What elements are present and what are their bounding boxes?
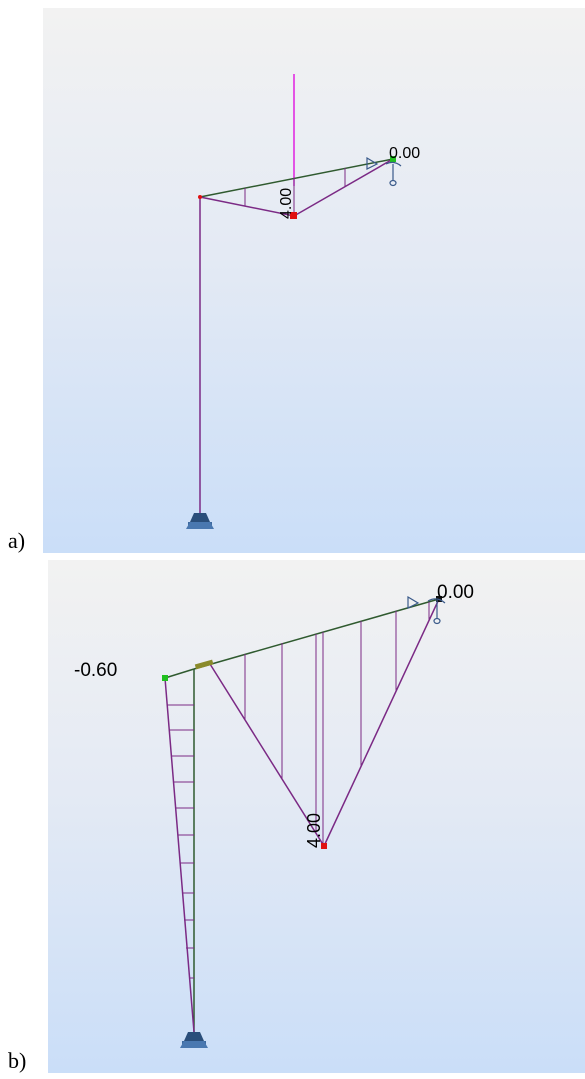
- left-value-label: -0.60: [74, 660, 117, 681]
- fixed-support-icon: [186, 513, 214, 529]
- viewport-background: [43, 8, 585, 553]
- caption-a: a): [8, 528, 26, 553]
- diagram-b-svg: -0.60 0.00 4.00: [74, 582, 474, 1048]
- end-value-label: 0.00: [437, 582, 474, 603]
- apex-node: [290, 212, 297, 219]
- column-top-link: [164, 668, 195, 679]
- free-node: [162, 675, 168, 681]
- caption-b: b): [8, 1048, 27, 1073]
- diagram-panel-b: -0.60 0.00 4.00: [48, 560, 585, 1073]
- column-moment-outline: [164, 677, 195, 1033]
- fixed-support-icon: [180, 1032, 208, 1048]
- apex-node: [321, 843, 327, 849]
- beam-moment-outline: [209, 598, 440, 848]
- diagram-panel-a: 0.00 4.00: [43, 8, 585, 553]
- apex-value-label: 4.00: [278, 188, 295, 219]
- beam-hatches: [244, 602, 430, 846]
- end-value-label: 0.00: [389, 145, 420, 162]
- roller-support-icon: [366, 156, 402, 187]
- roller-support-icon: [407, 595, 446, 625]
- hinge-marker: [194, 659, 214, 670]
- corner-node: [198, 195, 202, 199]
- apex-value-label: 4.00: [304, 813, 324, 848]
- diagram-a-svg: 0.00 4.00: [186, 74, 420, 529]
- beam-axis: [199, 158, 394, 198]
- end-node: [390, 156, 396, 162]
- moment-diagram-outline: [199, 158, 394, 217]
- column-hatches: [167, 704, 194, 979]
